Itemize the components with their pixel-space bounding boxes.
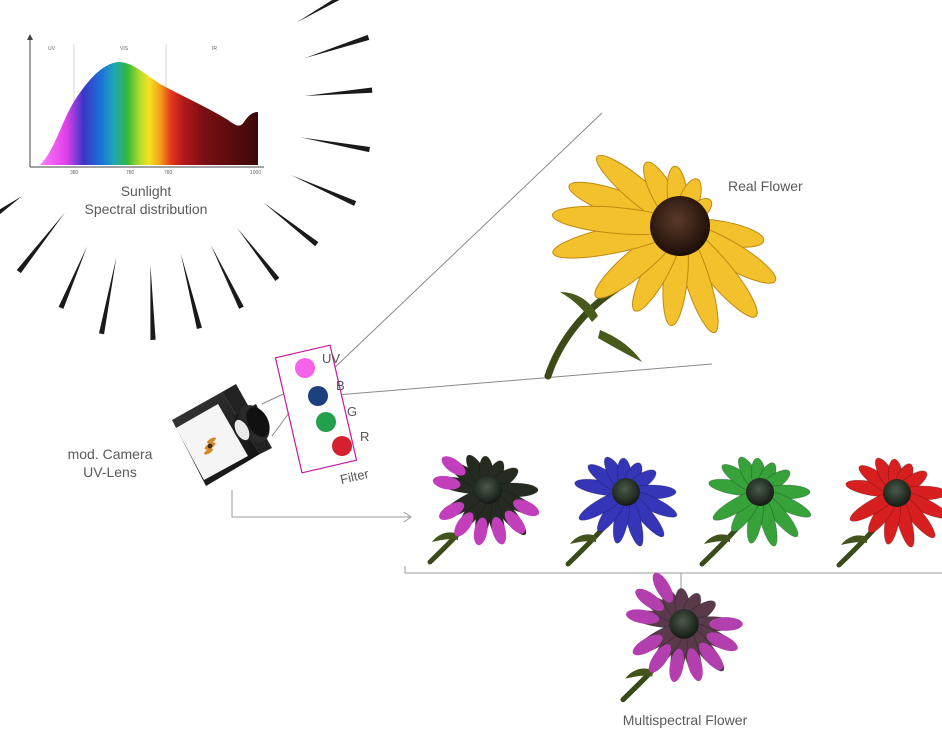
sun-ray (296, 0, 340, 23)
channel-flower-uv (427, 454, 540, 565)
filter-uv-label: UV (322, 351, 341, 366)
camera-icon (172, 384, 272, 486)
sun-ray (210, 244, 244, 309)
sun-ray (0, 196, 23, 215)
spectrum-curve (40, 62, 258, 165)
sunlight-subtitle: Spectral distribution (84, 201, 208, 217)
channel-flower-g (699, 456, 812, 567)
uv-filter-swatch (295, 358, 315, 378)
camera-label-line1: mod. Camera (67, 446, 153, 462)
sun-rays (0, 0, 373, 340)
filter-strip (274, 344, 358, 474)
sun-ray (300, 137, 370, 153)
camera-label-line2: UV-Lens (83, 464, 137, 480)
real-flower-image (544, 154, 777, 380)
channel-flowers (427, 454, 942, 568)
green-filter-swatch (316, 412, 336, 432)
multispectral-flower-label: Multispectral Flower (622, 712, 748, 728)
sun-ray (304, 87, 373, 97)
channel-flower-b (565, 456, 678, 567)
sun-ray (291, 175, 357, 206)
sun-ray (58, 246, 88, 309)
x-tick-1: 380 (70, 170, 79, 176)
band-label-vis: VIS (120, 46, 129, 52)
real-flower-label: Real Flower (728, 178, 803, 194)
sun-ray (263, 202, 319, 247)
sun-ray (180, 253, 202, 329)
red-filter-swatch (332, 436, 352, 456)
filter-b-label: B (336, 378, 345, 393)
sun-ray (304, 34, 370, 59)
multispectral-flower-image (620, 572, 743, 703)
filter-g-label: G (347, 404, 358, 419)
output-connector (231, 490, 410, 518)
sunlight-title: Sunlight (120, 183, 172, 199)
y-axis-arrow-icon (27, 34, 33, 40)
x-tick-4: 1000 (250, 170, 262, 176)
sun-ray (150, 264, 156, 340)
sun-ray (16, 212, 65, 274)
spectral-distribution-chart (26, 34, 264, 168)
x-tick-3: 780 (164, 170, 173, 176)
blue-filter-swatch (308, 386, 328, 406)
view-ray-bottom (299, 363, 713, 399)
filter-r-label: R (360, 429, 370, 444)
channel-flower-r (836, 457, 942, 568)
band-label-ir: IR (212, 46, 217, 52)
arrow-right-icon (403, 511, 412, 523)
band-label-uv: UV (48, 46, 55, 52)
view-ray-top (329, 112, 603, 373)
sun-ray (98, 257, 117, 335)
multispectral-flower (620, 572, 743, 703)
x-tick-2: 780 (126, 170, 135, 176)
sun-ray (237, 228, 280, 282)
